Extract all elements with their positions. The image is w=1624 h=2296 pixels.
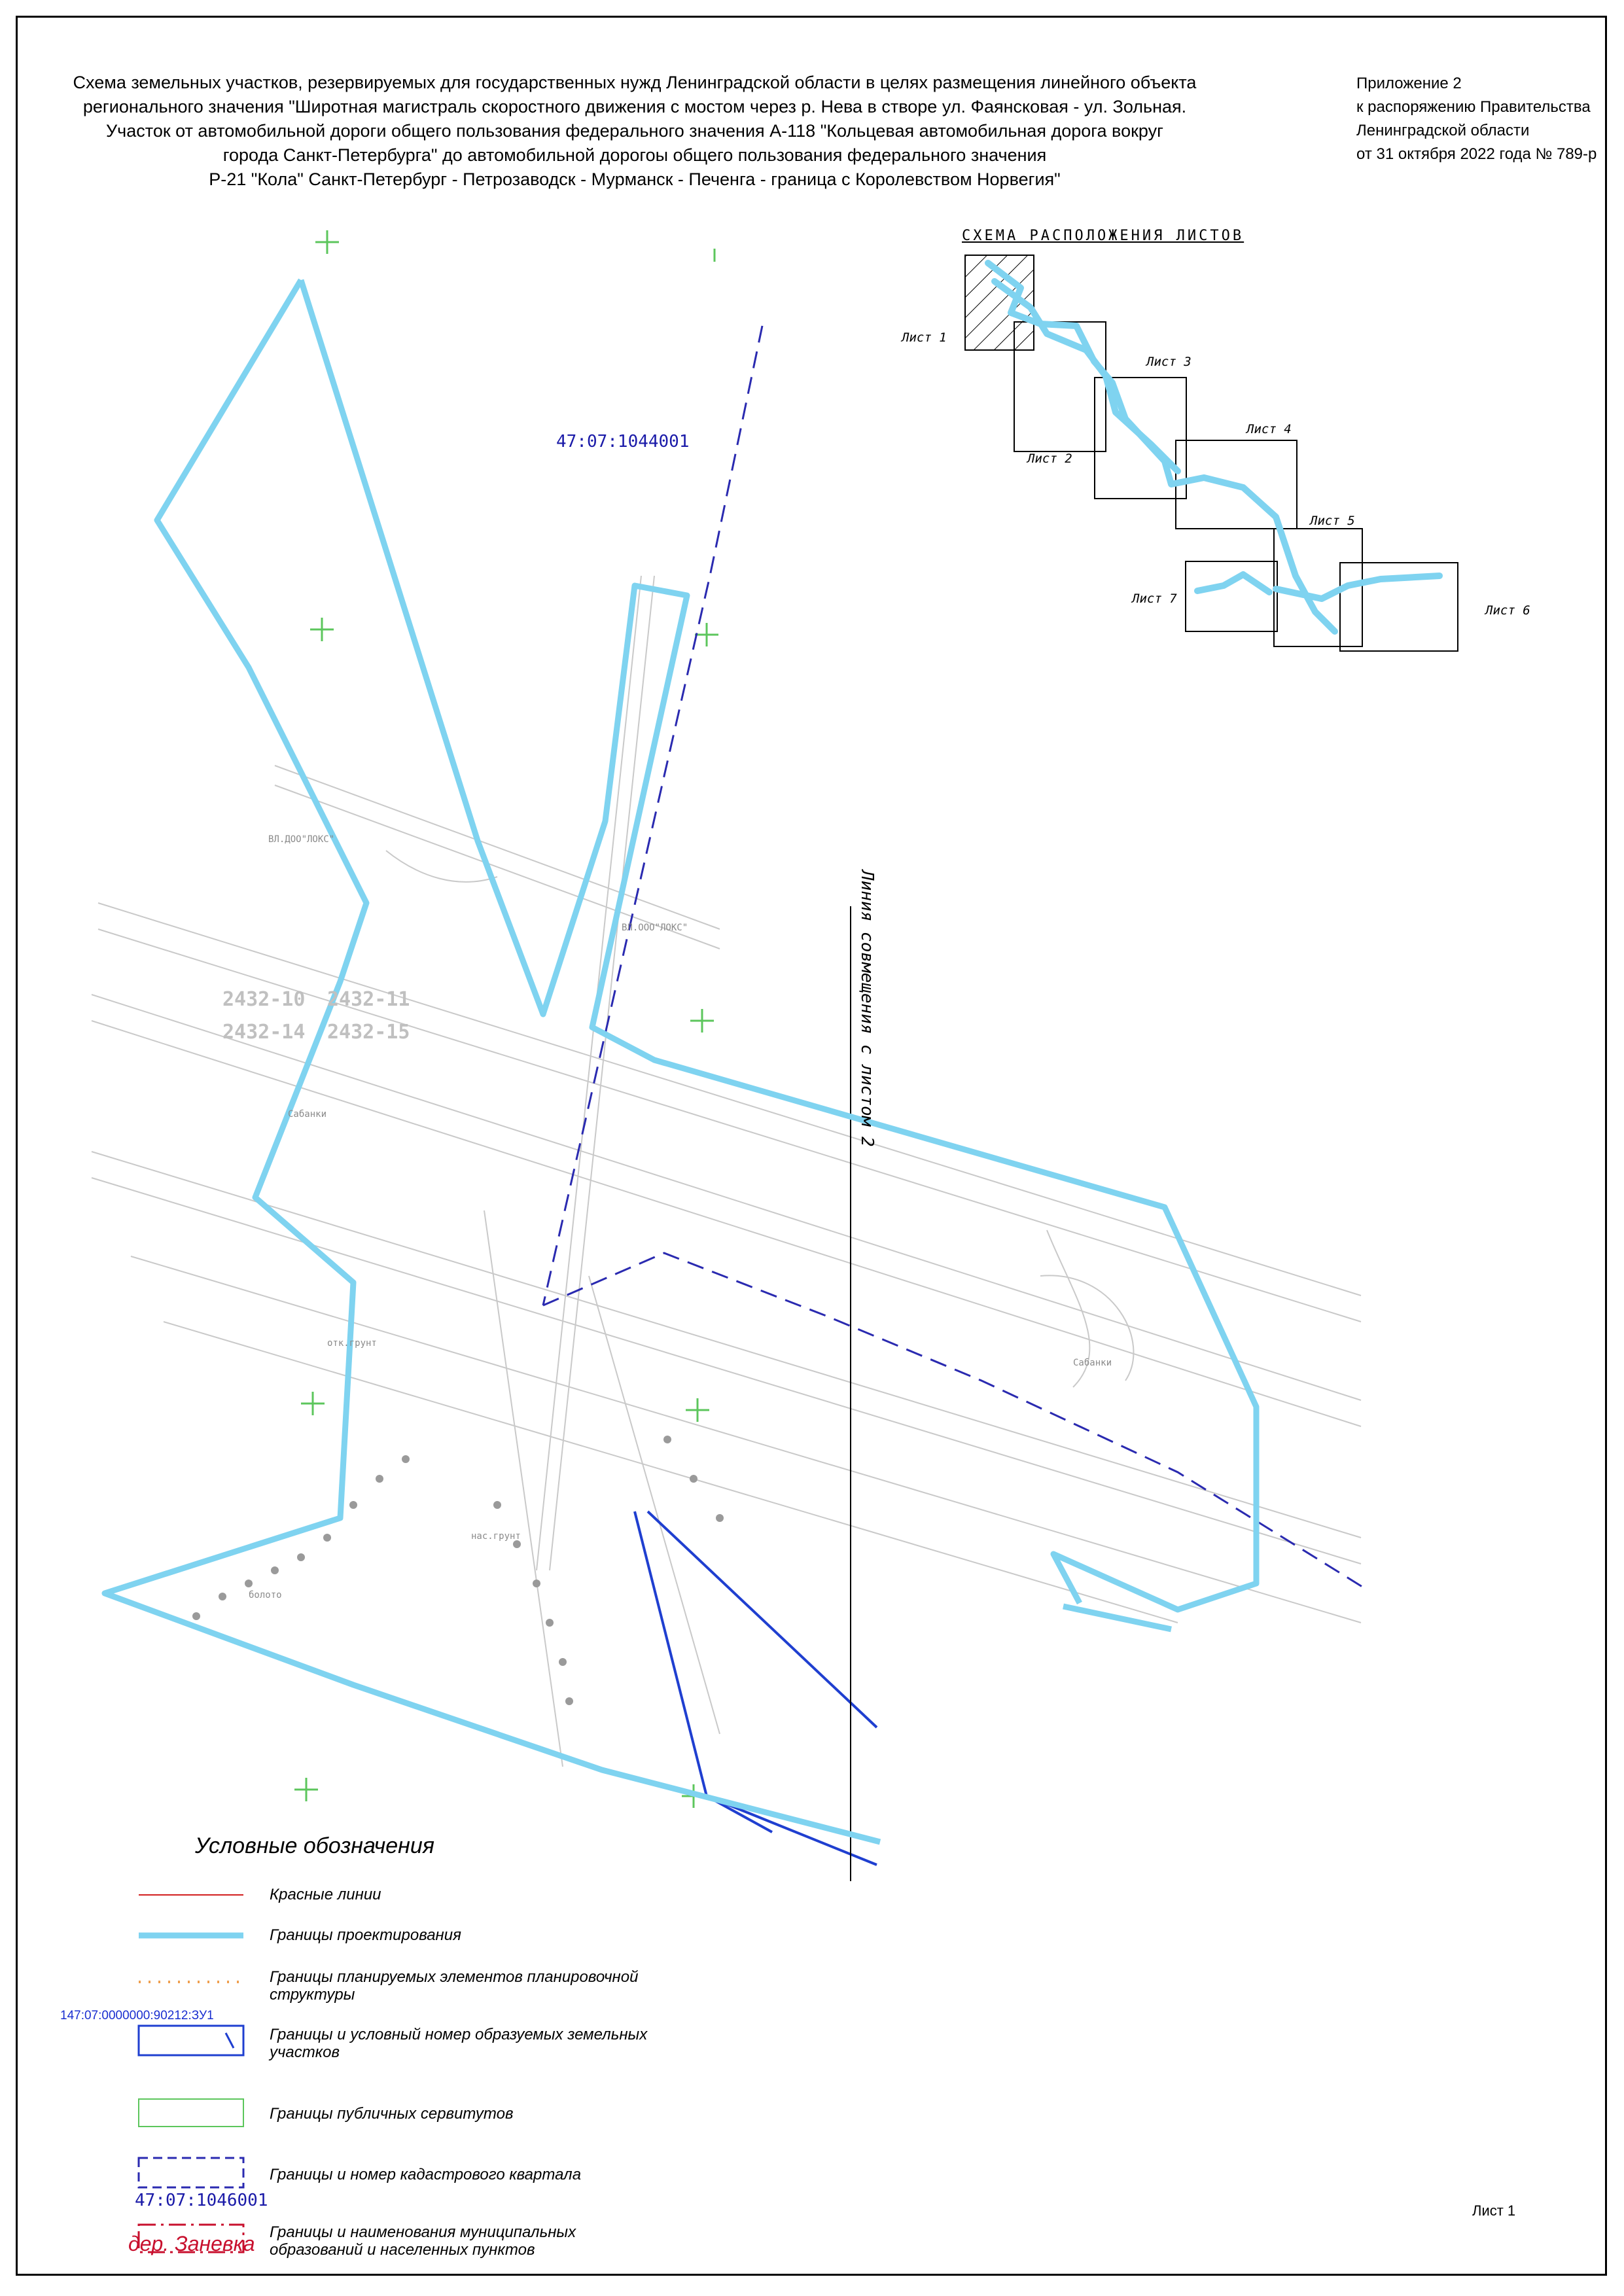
legend-quarter: Границы и номер кадастрового квартала (270, 2166, 582, 2183)
legend-plot-code: 147:07:0000000:90212:ЗУ1 (60, 2009, 214, 2022)
sheet-6-box (1339, 562, 1458, 652)
topographic-lines (91, 575, 1362, 1767)
inset-sheet-1-label: Лист 1 (902, 330, 947, 345)
legend-planning-elements: Границы планируемых элементов планировоч… (270, 1968, 639, 1986)
place-label-1: Сабанки (288, 1109, 327, 1120)
inset-sheet-4-label: Лист 4 (1246, 422, 1292, 436)
alignment-line-label: Линия совмещения с листом 2 (857, 870, 877, 1147)
place-label-2: Сабанки (1073, 1358, 1112, 1368)
sheet-7-box (1185, 561, 1278, 632)
place-label-4: ВЛ.ООО"ЛОКС" (622, 923, 688, 933)
place-label-5: нас.грунт (471, 1531, 521, 1542)
title-line-2: регионального значения "Широтная магистр… (82, 97, 1187, 116)
inset-sheet-5-label: Лист 5 (1310, 514, 1355, 528)
legend-red-lines: Красные линии (270, 1886, 381, 1903)
grid-label-4: 2432-15 (327, 1021, 410, 1044)
appendix-line-1: Приложение 2 (1356, 75, 1462, 92)
legend-servitude: Границы публичных сервитутов (270, 2105, 514, 2123)
place-label-6: отк.грунт (327, 1338, 377, 1349)
title-line-5: Р-21 "Кола" Санкт-Петербург - Петрозавод… (209, 169, 1061, 189)
appendix-line-2: к распоряжению Правительства (1356, 98, 1591, 116)
legend-village-name: дер. Заневка (128, 2232, 255, 2255)
title-line-4: города Санкт-Петербурга" до автомобильно… (222, 145, 1047, 165)
legend-swatches (137, 1894, 245, 2253)
title-line-1: Схема земельных участков, резервируемых … (73, 73, 1197, 92)
inset-sheet-7-label: Лист 7 (1132, 592, 1177, 606)
design-boundary (101, 278, 1260, 1845)
legend-quarter-code: 47:07:1046001 (135, 2191, 268, 2210)
appendix-note: Приложение 2 к распоряжению Правительств… (1356, 72, 1597, 166)
sheet-layout-inset (964, 255, 1458, 652)
grid-label-3: 2432-14 (222, 1021, 306, 1044)
legend-land-plots-2: участков (270, 2043, 340, 2061)
cadastral-quarter-label: 47:07:1044001 (556, 432, 690, 451)
title-line-3: Участок от автомобильной дороги общего п… (106, 121, 1163, 141)
legend-municipal-2: образований и населенных пунктов (270, 2241, 535, 2259)
cadastral-quarter-boundary (542, 325, 1368, 1591)
legend-quarter-swatch (137, 2157, 245, 2189)
place-label-3: ВЛ.ДОО"ЛОКС" (268, 834, 335, 845)
inset-route (985, 260, 1443, 635)
inset-sheet-6-label: Лист 6 (1485, 603, 1530, 618)
survey-points (192, 1436, 724, 1705)
grid-label-2: 2432-11 (327, 988, 410, 1011)
appendix-line-3: Ленинградской области (1356, 122, 1530, 139)
drawing-frame (16, 16, 1607, 2276)
appendix-line-4: от 31 октября 2022 года № 789-р (1356, 145, 1597, 163)
legend-design-boundary: Границы проектирования (270, 1926, 461, 1944)
legend-municipal: Границы и наименования муниципальных (270, 2223, 576, 2241)
sheet-3-box (1094, 377, 1187, 499)
inset-sheet-3-label: Лист 3 (1146, 355, 1192, 369)
legend-land-plots: Границы и условный номер образуемых земе… (270, 2026, 648, 2043)
legend-servitude-swatch (138, 2098, 244, 2127)
sheet-number: Лист 1 (1472, 2202, 1516, 2219)
legend-municipal-swatch (137, 2223, 245, 2253)
inset-sheet-2-label: Лист 2 (1027, 451, 1072, 466)
drawing-title: Схема земельных участков, резервируемых … (39, 71, 1230, 192)
inset-caption: СХЕМА РАСПОЛОЖЕНИЯ ЛИСТОВ (962, 228, 1244, 244)
legend-planning-elements-2: структуры (270, 1986, 355, 2004)
legend-title: Условные обозначения (195, 1833, 434, 1858)
grid-label-1: 2432-10 (222, 988, 306, 1011)
legend-land-plot-swatch (137, 2024, 245, 2057)
place-label-7: болото (249, 1590, 282, 1600)
